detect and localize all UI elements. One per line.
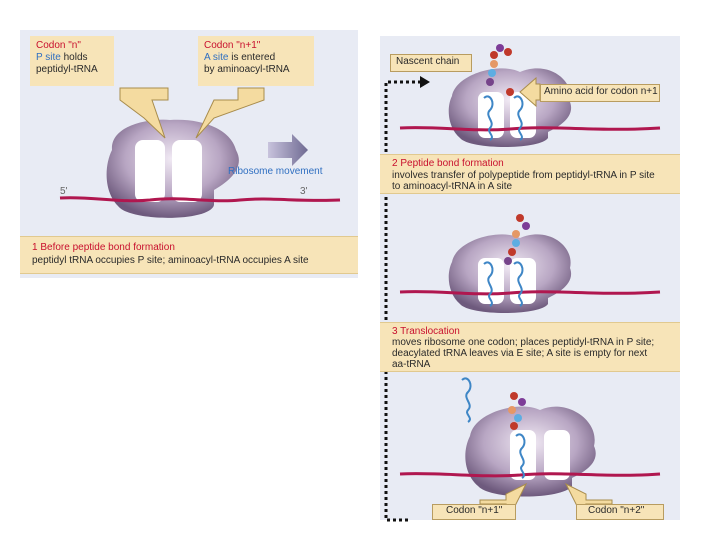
mrna-r2 <box>399 290 661 296</box>
codon-n-label: Codon "n" P site holds peptidyl-tRNA <box>36 40 98 75</box>
codon-n2-bottom-box <box>576 504 664 520</box>
arrow-codon-n <box>119 87 169 139</box>
ribosome-r1 <box>448 68 572 147</box>
nascent-chain-box <box>390 54 472 72</box>
codon-n1-bottom-box <box>432 504 516 520</box>
codon-n-box <box>30 36 114 86</box>
ribosome-movement-label: Ribosome movement <box>228 166 323 177</box>
trna-group <box>461 95 526 479</box>
five-prime-label: 5' <box>60 186 68 197</box>
nascent-chain-label: Nascent chain <box>396 56 460 67</box>
step2-title: 2 Peptide bond formation <box>392 158 504 169</box>
step2-line2: to aminoacyl-tRNA in A site <box>392 181 513 192</box>
amino-acid-label: Amino acid for codon n+1 <box>544 86 658 97</box>
codon-n1-box <box>198 36 314 86</box>
ribosome-r2 <box>448 234 572 313</box>
cycle-arrow-head <box>420 76 430 88</box>
codon-n1-bottom-label: Codon "n+1" <box>446 505 503 516</box>
three-prime-label: 3' <box>300 186 308 197</box>
mrna-r3 <box>399 472 661 478</box>
step3-line1: moves ribosome one codon; places peptidy… <box>392 337 655 348</box>
mrna-r1 <box>399 126 661 132</box>
amino-acid-box <box>540 84 660 102</box>
arrow-codon-n1 <box>195 87 265 139</box>
codon-n1-label: Codon "n+1" A site is entered by aminoac… <box>204 40 290 75</box>
step2-line1: involves transfer of polypeptide from pe… <box>392 170 655 181</box>
movement-arrow <box>268 134 308 166</box>
a-site-left <box>172 140 202 202</box>
step3-strip: 3 Translocation moves ribosome one codon… <box>380 322 680 372</box>
mrna-left <box>59 196 341 203</box>
codon-n2-bottom-label: Codon "n+2" <box>588 505 645 516</box>
p-site-left <box>135 140 165 202</box>
step1-text: peptidyl tRNA occupies P site; aminoacyl… <box>32 255 309 266</box>
cycle-arrow <box>384 80 420 522</box>
step3-line2: deacylated tRNA leaves via E site; A sit… <box>392 348 648 359</box>
step3-line3: aa-tRNA <box>392 359 431 370</box>
step1-title: 1 Before peptide bond formation <box>32 242 175 253</box>
nascent-beads <box>486 44 530 430</box>
step1-strip: 1 Before peptide bond formation peptidyl… <box>20 236 358 274</box>
step3-title: 3 Translocation <box>392 326 460 337</box>
step2-strip: 2 Peptide bond formation involves transf… <box>380 154 680 194</box>
